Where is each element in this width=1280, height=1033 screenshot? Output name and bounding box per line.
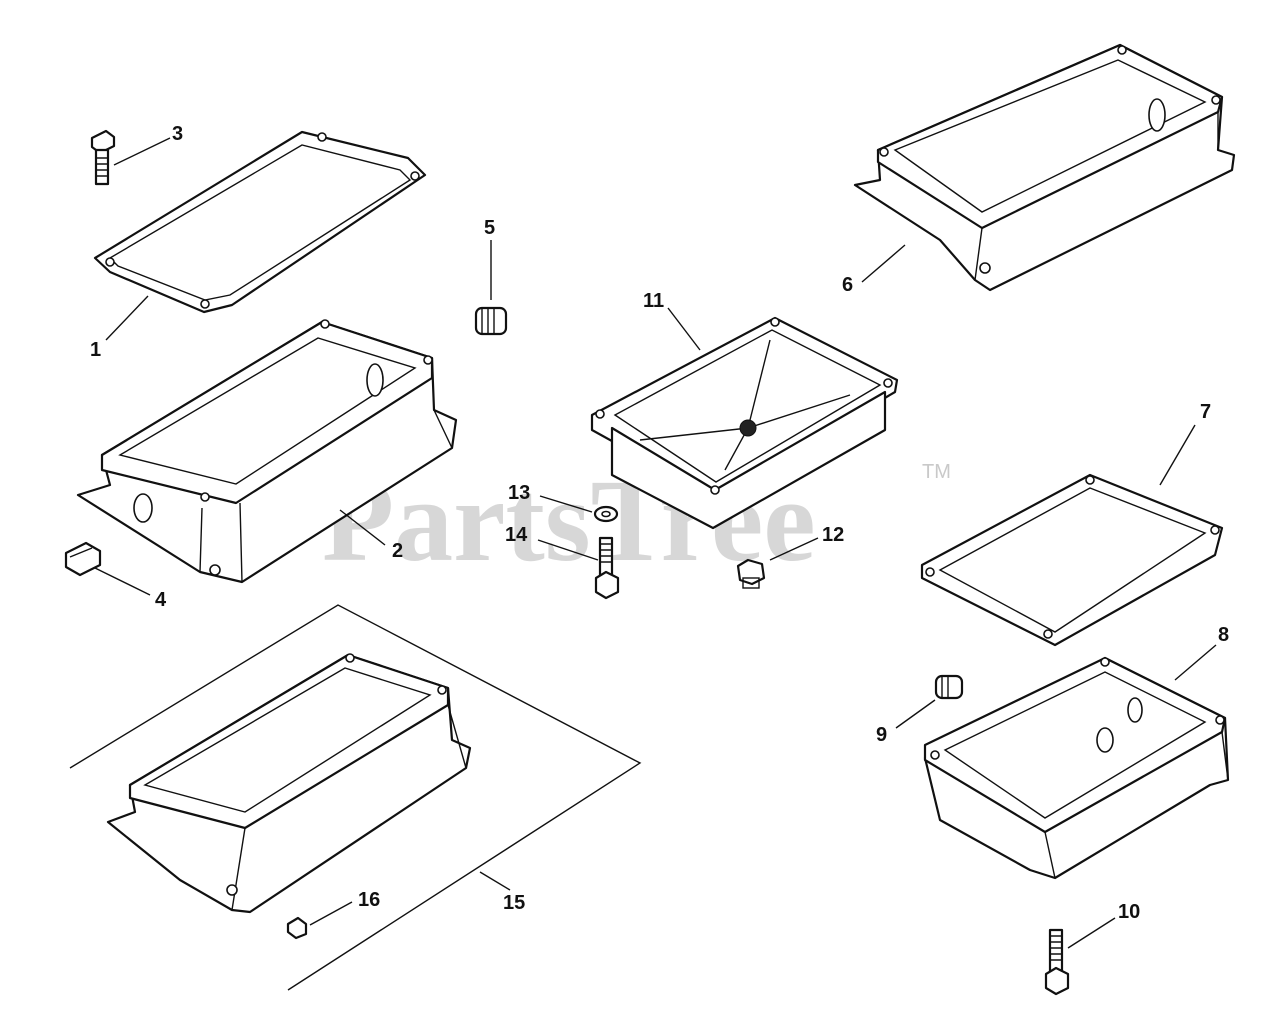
callout-6: 6 [842, 274, 853, 296]
part-2-housing[interactable] [76, 319, 458, 584]
leader-lines [94, 137, 1217, 949]
callout-9: 9 [876, 724, 887, 746]
callout-labels: 1 2 3 4 5 6 7 8 9 10 11 12 13 14 15 16 [90, 123, 1229, 923]
part-12-nut[interactable] [736, 558, 766, 589]
callout-14: 14 [505, 524, 528, 546]
callout-11: 11 [643, 290, 664, 312]
part-7-gasket[interactable] [920, 473, 1224, 647]
part-14-bolt[interactable] [594, 536, 620, 600]
part-16-plug[interactable] [286, 916, 308, 940]
callout-7: 7 [1200, 401, 1211, 423]
part-10-bolt[interactable] [1044, 928, 1070, 996]
callout-15: 15 [503, 892, 525, 914]
callout-3: 3 [172, 123, 183, 145]
part-11-pan[interactable] [590, 316, 899, 530]
part-9-plug[interactable] [934, 674, 964, 700]
callout-1: 1 [90, 339, 101, 361]
watermark-trademark: TM [922, 461, 951, 483]
callout-5: 5 [484, 217, 495, 239]
part-6-housing[interactable] [853, 43, 1236, 292]
part-8-housing[interactable] [923, 656, 1230, 880]
callout-16: 16 [358, 889, 380, 911]
callout-10: 10 [1118, 901, 1140, 923]
callout-13: 13 [508, 482, 530, 504]
part-1-gasket[interactable] [93, 130, 427, 314]
callout-12: 12 [822, 524, 844, 546]
part-5-plug[interactable] [474, 306, 508, 336]
part-13-washer[interactable] [593, 505, 619, 523]
part-4-plug[interactable] [64, 541, 102, 577]
callout-4: 4 [155, 589, 167, 611]
part-3-bolt[interactable] [90, 129, 116, 186]
part-15-kit[interactable] [69, 604, 642, 991]
callout-8: 8 [1218, 624, 1229, 646]
callout-2: 2 [392, 540, 403, 562]
